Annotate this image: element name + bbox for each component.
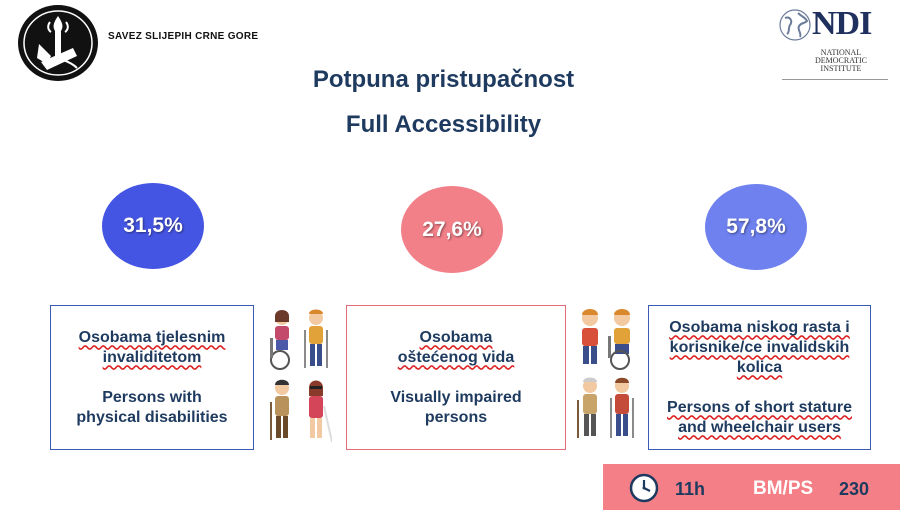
stat-circle-visual: 27,6% (401, 186, 503, 273)
globe-icon (779, 9, 811, 41)
ndi-logo-text: NDI (812, 5, 872, 42)
group-english-line: and wheelchair users (678, 418, 841, 436)
group-local-line: kolica (736, 358, 783, 376)
group-english-line: physical disabilities (76, 408, 228, 426)
organization-name: SAVEZ SLIJEPIH CRNE GORE (108, 31, 259, 42)
bmps-label: BM/PS (753, 478, 814, 499)
group-local-line: oštećenog vida (397, 348, 515, 366)
group-english-line: persons (424, 408, 488, 426)
title-english: Full Accessibility (345, 111, 542, 138)
group-local-line: invaliditetom (102, 348, 202, 366)
ndi-divider (782, 79, 888, 80)
group-local-line: Osobama tjelesnim (78, 328, 226, 346)
ndi-logo: NDI NATIONAL DEMOCRATIC INSTITUTE (776, 5, 890, 85)
duration-label: 11h (675, 479, 706, 499)
association-logo-icon (18, 5, 98, 81)
group-box-visual: Osobama oštećenog vida Visually impaired… (346, 305, 566, 450)
stat-circle-physical: 31,5% (102, 183, 204, 269)
people-illustration-icon (270, 309, 332, 443)
ndi-subtitle: NATIONAL DEMOCRATIC INSTITUTE (814, 48, 867, 73)
group-english-line: Persons of short stature (667, 398, 852, 416)
stat-circle-short-wheelchair: 57,8% (705, 184, 807, 270)
group-english-line: Visually impaired (390, 388, 522, 406)
group-english-line: Persons with (102, 388, 202, 406)
participant-count: 230 (839, 479, 870, 499)
footer-bar: 11h BM/PS 230 (603, 464, 900, 510)
title-local: Potpuna pristupačnost (312, 66, 575, 93)
group-box-short-wheelchair: Osobama niskog rasta i korisnike/ce inva… (648, 305, 871, 450)
clock-icon (629, 473, 659, 503)
group-box-physical: Osobama tjelesnim invaliditetom Persons … (50, 305, 254, 450)
group-local-line: Osobama niskog rasta i (669, 318, 850, 336)
group-local-line: korisnike/ce invalidskih (669, 338, 850, 356)
group-local-line: Osobama (419, 328, 493, 346)
people-illustration-icon (577, 309, 634, 438)
